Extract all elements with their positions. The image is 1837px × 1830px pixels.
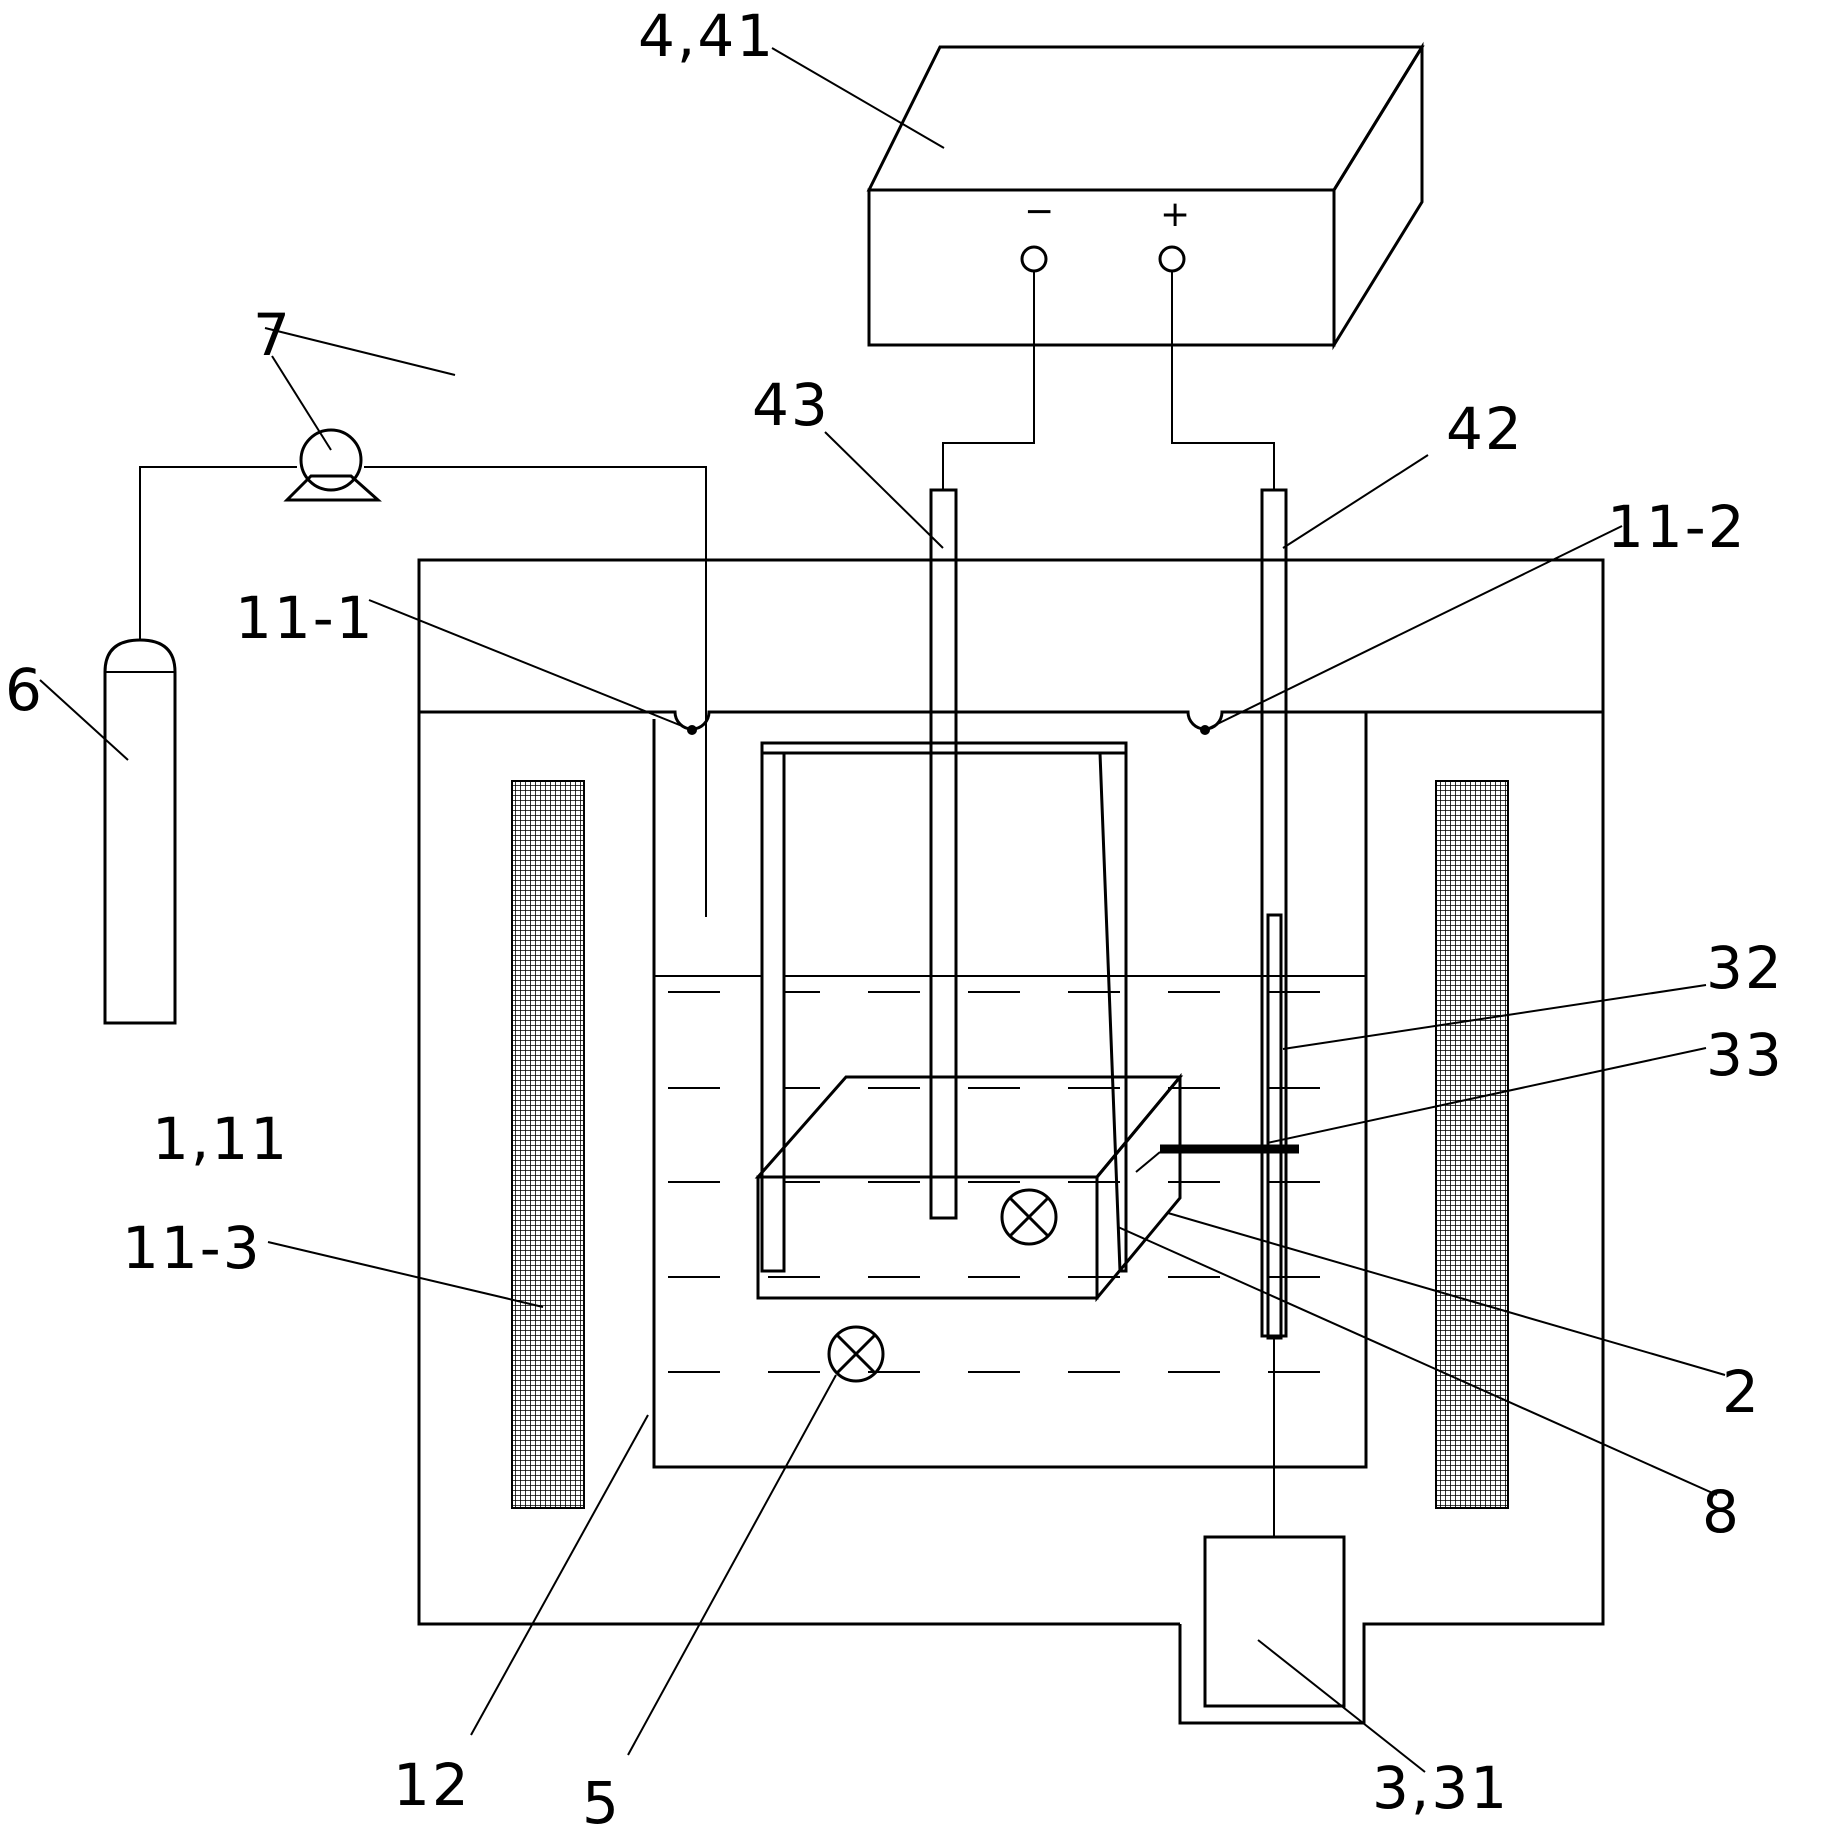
label-furnace: 1,11	[152, 1105, 289, 1173]
label-sample: 8	[1702, 1478, 1741, 1546]
label-heater: 11-3	[122, 1214, 262, 1282]
furnace	[417, 558, 1605, 1725]
leader-lines	[39, 47, 1726, 1773]
heater-left	[511, 780, 585, 1509]
negative-terminal	[1020, 245, 1048, 273]
positive-terminal-label: +	[1160, 194, 1190, 235]
label-stirrer: 5	[582, 1769, 621, 1830]
stirrer-top	[1000, 1188, 1058, 1246]
label-power-supply: 4,41	[638, 2, 775, 70]
power-supply: − +	[866, 41, 1425, 351]
gas-ports	[687, 725, 1210, 735]
anode-rod	[1260, 488, 1288, 1338]
temp-controller	[1203, 1338, 1346, 1708]
label-thermocouple-sheath: 32	[1706, 934, 1784, 1002]
label-temp-controller: 3,31	[1372, 1754, 1509, 1822]
cathode-rod	[929, 488, 958, 1220]
label-crucible: 12	[393, 1751, 471, 1819]
heating-elements	[511, 780, 1509, 1509]
thermocouple-sheath	[1266, 913, 1283, 1340]
power-wires	[942, 271, 1275, 490]
label-port-right: 11-2	[1607, 493, 1747, 561]
positive-terminal	[1158, 245, 1186, 273]
labels: 4,41 7 43 42 11-1 11-2 6 1,11 11-3 32 33…	[5, 2, 1784, 1830]
gas-line	[139, 466, 707, 917]
label-gas-cylinder: 6	[5, 656, 44, 724]
gas-cylinder	[103, 638, 177, 1025]
stirrer-bottom	[827, 1325, 885, 1383]
label-crucible-holder: 2	[1722, 1358, 1761, 1426]
pump	[283, 428, 382, 502]
crucible-holder	[760, 741, 1128, 1273]
sample-block	[754, 1072, 1184, 1303]
heater-right	[1435, 780, 1509, 1509]
label-thermocouple-tip: 33	[1706, 1021, 1784, 1089]
negative-terminal-label: −	[1024, 191, 1054, 232]
label-cathode-rod: 43	[752, 371, 830, 439]
label-port-left: 11-1	[235, 584, 375, 652]
label-pump: 7	[253, 301, 292, 369]
label-anode-rod: 42	[1446, 395, 1524, 463]
